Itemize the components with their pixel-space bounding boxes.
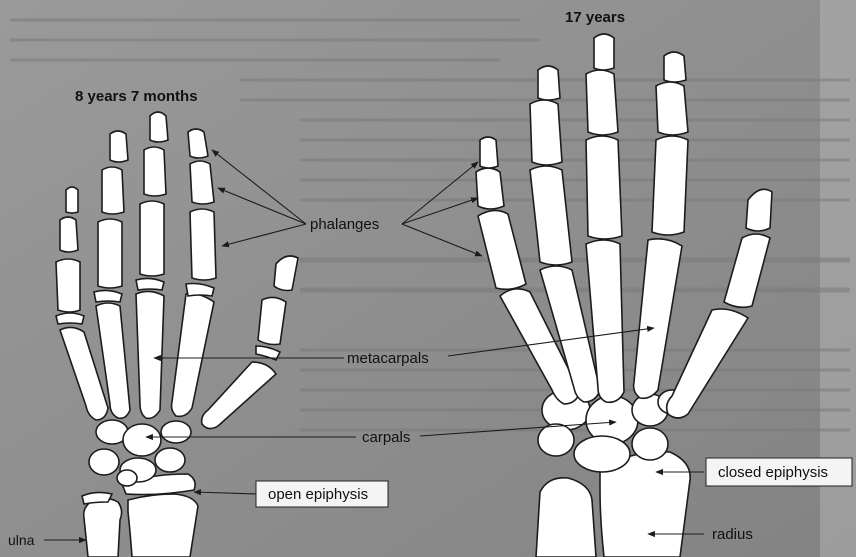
label-closed-epiphysis: closed epiphysis — [718, 464, 828, 481]
label-open-epiphysis: open epiphysis — [268, 486, 368, 503]
label-ulna: ulna — [8, 532, 35, 548]
child-ulna-epiphysis — [82, 492, 112, 504]
child-ulna — [84, 498, 122, 557]
label-carpals: carpals — [362, 429, 410, 446]
title-child-age: 8 years 7 months — [75, 88, 198, 105]
label-box-open-epiphysis: open epiphysis — [256, 481, 388, 507]
child-radius — [128, 494, 198, 557]
label-box-closed-epiphysis: closed epiphysis — [706, 458, 852, 486]
label-radius: radius — [712, 526, 753, 543]
label-phalanges: phalanges — [310, 216, 379, 233]
adult-ulna — [536, 478, 596, 557]
title-adult-age: 17 years — [565, 9, 625, 26]
label-metacarpals: metacarpals — [347, 350, 429, 367]
